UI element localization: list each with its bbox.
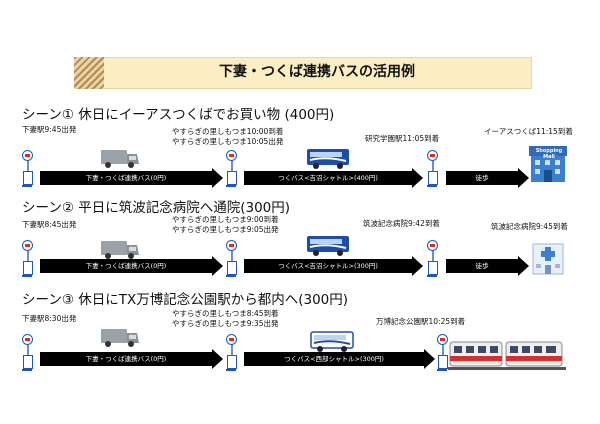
bus-stop-icon (22, 240, 33, 277)
arrow-head-icon (518, 168, 529, 188)
banner-decoration (74, 57, 104, 89)
bus-stop-icon (427, 150, 438, 187)
leg1-label: 下妻・つくば連携バス(0円) (85, 174, 167, 182)
leg2-label: つくバス<吉沼シャトル>(400円) (278, 174, 378, 182)
scene-1-transfer-depart: やすらぎの里しもつま10:05出発 (172, 137, 284, 146)
bus-stop-icon (226, 334, 237, 371)
bus-icon (101, 329, 139, 347)
arrow-head-icon (424, 349, 435, 369)
bus-stop-icon (22, 150, 33, 187)
leg1-label: 下妻・つくば連携バス(0円) (85, 355, 167, 363)
scene-1-depart: 下妻駅9:45出発 (22, 125, 77, 134)
bus-icon (101, 241, 139, 259)
arrow-head-icon (412, 168, 423, 188)
leg1-arrow: 下妻・つくば連携バス(0円) (40, 352, 212, 366)
scene-3-transfer-arrive: やすらぎの里しもつま8:45到着 (172, 309, 279, 318)
scene-2-transfer-depart: やすらぎの里しもつま9:05出発 (172, 225, 279, 234)
bus-stop-icon (22, 334, 33, 371)
hospital-icon (532, 243, 564, 275)
bus-stop-icon (226, 150, 237, 187)
scene-3-heading: シーン③ 休日にTX万博記念公園駅から都内へ(300円) (22, 292, 349, 308)
scene-2-mid-arrive: 筑波記念病院9:42到着 (363, 219, 440, 228)
leg1-label: 下妻・つくば連携バス(0円) (85, 262, 167, 270)
leg3-arrow: 徒歩 (446, 259, 518, 273)
arrow-head-icon (412, 256, 423, 276)
shopping-mall-icon (529, 146, 567, 182)
shopping-mall-sign: Shopping Mall (535, 148, 563, 160)
bus-stop-icon (437, 334, 448, 371)
leg3-arrow: 徒歩 (446, 171, 518, 185)
scene-1-mid-arrive: 研究学園駅11:05到着 (365, 134, 440, 143)
leg2-label: つくバス<吉沼シャトル>(300円) (278, 262, 378, 270)
shuttle-bus-icon (307, 236, 349, 256)
leg2-label: つくバス<西部シャトル>(300円) (284, 355, 384, 363)
scene-1-heading: シーン① 休日にイーアスつくばでお買い物 (400円) (22, 107, 335, 123)
shuttle-bus-icon (310, 331, 354, 352)
leg3-label: 徒歩 (475, 174, 489, 182)
arrow-head-icon (212, 168, 223, 188)
page-title: 下妻・つくば連携バスの活用例 (219, 64, 415, 80)
train-icon (448, 341, 566, 370)
leg2-arrow: つくバス<吉沼シャトル>(400円) (244, 171, 412, 185)
leg3-label: 徒歩 (475, 262, 489, 270)
title-banner (74, 57, 532, 89)
scene-3-dest-arrive: 万博記念公園駅10:25到着 (376, 317, 466, 326)
leg1-arrow: 下妻・つくば連携バス(0円) (40, 171, 212, 185)
scene-2-depart: 下妻駅8:45出発 (22, 220, 77, 229)
scene-3-transfer-depart: やすらぎの里しもつま9:35出発 (172, 319, 279, 328)
scene-2-transfer-arrive: やすらぎの里しもつま9:00到着 (172, 215, 279, 224)
scene-1-transfer-arrive: やすらぎの里しもつま10:00到着 (172, 127, 284, 136)
scene-2-dest-arrive: 筑波記念病院9:45到着 (491, 222, 568, 231)
bus-stop-icon (226, 240, 237, 277)
scene-3-depart: 下妻駅8:30出発 (22, 314, 77, 323)
leg1-arrow: 下妻・つくば連携バス(0円) (40, 259, 212, 273)
shuttle-bus-icon (307, 149, 349, 169)
arrow-head-icon (212, 349, 223, 369)
arrow-head-icon (212, 256, 223, 276)
leg2-arrow: つくバス<西部シャトル>(300円) (244, 352, 424, 366)
scene-1-dest-arrive: イーアスつくば11:15到着 (484, 127, 573, 136)
bus-icon (101, 150, 139, 168)
arrow-head-icon (518, 256, 529, 276)
bus-stop-icon (427, 240, 438, 277)
scene-2-heading: シーン② 平日に筑波記念病院へ通院(300円) (22, 200, 291, 216)
leg2-arrow: つくバス<吉沼シャトル>(300円) (244, 259, 412, 273)
